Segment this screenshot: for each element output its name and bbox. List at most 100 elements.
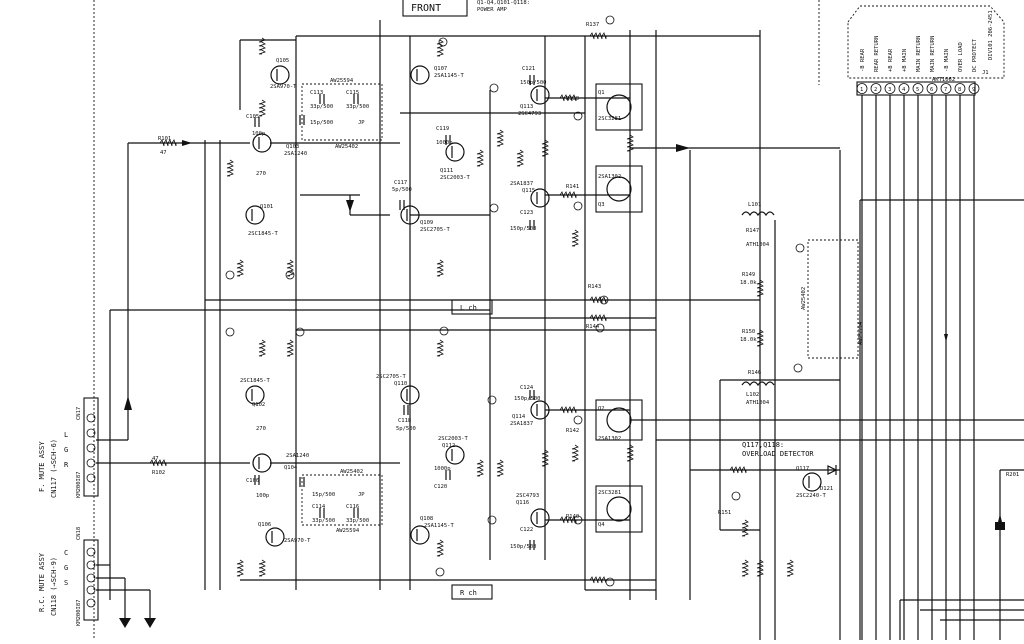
transistor-6 (445, 142, 465, 162)
j1-pin-num-3: 3 (888, 87, 891, 93)
cn17-pin-1 (86, 413, 96, 423)
q106-type: 2SA970-T (284, 538, 311, 544)
transistor-15 (530, 400, 550, 420)
j1-pin-7 (940, 83, 952, 94)
resistor-h-6 (559, 191, 577, 199)
q1-ref: Q1 (598, 90, 605, 96)
transistor-12 (410, 525, 430, 545)
q113-ref: Q113 (520, 104, 533, 110)
r140-ref: R140 (566, 514, 579, 520)
connector-j1: AKT1062 DIV101 206-2451 J1 1-B REAR2REAR… (847, 5, 1005, 96)
resistor-3 (236, 259, 244, 277)
l102-coil (741, 381, 775, 387)
ground-marker-12 (731, 491, 741, 501)
j1-pin-2 (870, 83, 882, 94)
c114-ref: C114 (312, 504, 326, 510)
cn17-pin-5 (86, 473, 96, 483)
resistor-h-4 (589, 314, 607, 322)
cn18-pin-2 (86, 560, 96, 570)
j1-pin-9 (968, 83, 980, 94)
resistor-28 (756, 559, 764, 577)
cap-15p-r: 15p/500 (312, 492, 335, 498)
ground-marker-6 (439, 326, 449, 336)
transistor-14 (445, 445, 465, 465)
r142-ref: R142 (566, 428, 579, 434)
q3-box (595, 165, 643, 213)
signal-arrow-out-l (676, 144, 690, 152)
rc-mute-cn: CN118 (→SCH-9) (50, 557, 58, 616)
resistor-11 (571, 229, 579, 247)
j1-pin-4 (898, 83, 910, 94)
r149-ref: R149 (742, 272, 755, 278)
j1-pin-num-9: 9 (972, 87, 975, 93)
resistor-4 (286, 259, 294, 277)
c105-val: 100p (252, 131, 265, 137)
output-transistor-4 (606, 496, 632, 522)
output-transistor-1 (606, 94, 632, 120)
lch-box (451, 299, 493, 315)
resistor-21 (476, 459, 484, 477)
ground-marker-18 (605, 577, 615, 587)
resistor-25 (626, 444, 634, 462)
ground-marker-14 (795, 243, 805, 253)
resistor-h-3 (589, 296, 607, 304)
transistor-labels: Q105 2SA970-T Q103 2SA1240 Q101 2SC1845-… (240, 58, 826, 544)
j1-pin-name-6: MAIN RETURN (930, 36, 936, 72)
transistor-2 (252, 133, 272, 153)
km1-label: KM200I87 (76, 472, 82, 499)
transistor-16 (530, 508, 550, 528)
q116-ref: Q116 (516, 500, 529, 506)
ground-marker-21 (295, 327, 305, 337)
output-transistor-3 (606, 407, 632, 433)
resistor-5 (436, 39, 444, 57)
c116-ref: C116 (346, 504, 359, 510)
power-rails (127, 20, 841, 640)
c117-val: 5p/500 (392, 187, 412, 193)
q1-box (595, 83, 643, 131)
overload-title-1: Q117,Q118: (742, 441, 784, 449)
resistor-16 (286, 339, 294, 357)
cap-33p-2: 33p/500 (346, 104, 369, 110)
resistor-6 (436, 259, 444, 277)
fm-pin-r: R (64, 461, 69, 469)
q116-type: 2SC4793 (516, 493, 539, 499)
c105-ref: C105 (246, 114, 259, 120)
ground-marker-20 (225, 270, 235, 280)
transistor-5 (400, 205, 420, 225)
q112-ref: Q112 (442, 443, 455, 449)
j1-pin-name-3: +B REAR (888, 48, 894, 72)
cn18-connector (83, 539, 99, 621)
q110-type: 2SC2705-T (376, 374, 406, 380)
c113-ref: C113 (310, 90, 323, 96)
module-label-6: AW25594 (858, 321, 864, 345)
cn17-pin-2 (86, 428, 96, 438)
resistor-2 (226, 159, 234, 177)
j1-pin-num-7: 7 (944, 87, 947, 93)
r141-ref: R141 (566, 184, 579, 190)
j1-pin-num-6: 6 (930, 87, 933, 93)
q106-ref: Q106 (258, 522, 271, 528)
ground-marker-22 (225, 327, 235, 337)
q3-ref: Q3 (598, 202, 605, 208)
arrow-down-s (144, 618, 156, 628)
resistor-h-7 (559, 406, 577, 414)
module-label-5: AW25402 (801, 287, 807, 310)
transistor-7 (530, 85, 550, 105)
ground-marker-3 (489, 203, 499, 213)
module-label-4: AW25594 (336, 528, 360, 534)
cn18-pin-3 (86, 573, 96, 583)
transistor-17 (802, 472, 822, 492)
j1-pin-name-9: DC PROTECT (972, 38, 978, 72)
j1-pin-name-8: OVER LOAD (958, 42, 964, 72)
q3-type: 2SA1302 (598, 174, 621, 180)
ground-marker-1 (438, 37, 448, 47)
fm-pin-g: G (64, 446, 68, 454)
ground-marker-7 (487, 395, 497, 405)
j1-part: AKT1062 (932, 77, 955, 83)
ground-marker-4 (573, 111, 583, 121)
resistor-23 (541, 449, 549, 467)
ground-marker-13 (793, 363, 803, 373)
q113-type: 2SC4793 (518, 111, 541, 117)
q101-ref: Q101 (260, 204, 273, 210)
